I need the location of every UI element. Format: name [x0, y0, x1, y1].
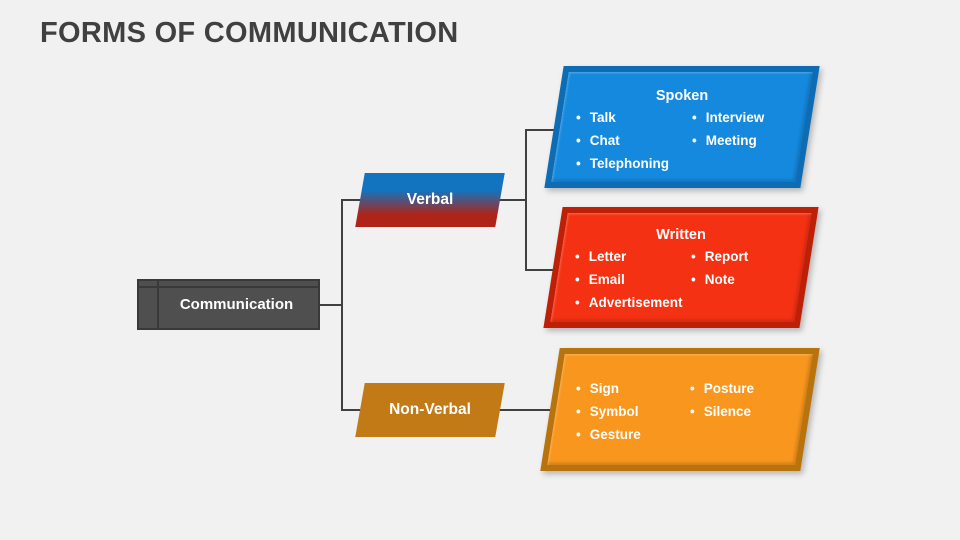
list-item: Advertisement [575, 291, 683, 314]
node-verbal-label: Verbal [406, 191, 454, 208]
list-item: Email [575, 268, 683, 291]
box-written[interactable]: Written Letter Email Advertisement Repor… [543, 207, 819, 328]
connector-written-stub [525, 269, 563, 271]
list-item: Note [691, 268, 748, 291]
list-item: Chat [576, 129, 669, 152]
spoken-list-right: Interview Meeting [692, 106, 765, 152]
box-spoken-content: Spoken Talk Chat Telephoning Interview M… [554, 66, 810, 188]
page-title: FORMS OF COMMUNICATION [40, 17, 459, 49]
box-nonverbal-detail[interactable]: Sign Symbol Gesture Posture Silence [540, 348, 820, 471]
box-nonverbal-detail-content: Sign Symbol Gesture Posture Silence [550, 348, 810, 471]
list-item: Interview [692, 106, 765, 129]
list-item: Telephoning [576, 152, 669, 175]
connector-bracket [525, 129, 527, 271]
list-item: Report [691, 245, 749, 268]
box-spoken[interactable]: Spoken Talk Chat Telephoning Interview M… [544, 66, 820, 188]
list-item: Posture [690, 377, 754, 400]
list-item: Meeting [692, 129, 764, 152]
connector-spoken-stub [525, 129, 563, 131]
written-list-right: Report Note [691, 245, 749, 291]
node-verbal[interactable]: Verbal [355, 173, 505, 227]
written-list-left: Letter Email Advertisement [575, 245, 683, 314]
connector-nonverbal-link [487, 409, 565, 411]
nonverbal-list-right: Posture Silence [690, 377, 754, 423]
node-communication-left-divider [157, 281, 159, 328]
connector-verbal-stub [341, 199, 369, 201]
node-nonverbal[interactable]: Non-Verbal [355, 383, 505, 437]
list-item: Symbol [576, 400, 641, 423]
box-written-content: Written Letter Email Advertisement Repor… [553, 207, 809, 328]
list-item: Silence [690, 400, 754, 423]
nonverbal-list-left: Sign Symbol Gesture [576, 377, 641, 446]
connector-verbal-out [492, 199, 527, 201]
node-communication-label: Communication [179, 296, 294, 313]
spoken-list-left: Talk Chat Telephoning [576, 106, 669, 175]
connector-nonverbal-stub [341, 409, 369, 411]
list-item: Letter [575, 245, 683, 268]
list-item: Gesture [576, 423, 641, 446]
connector-trunk [341, 199, 343, 411]
connector-root-out [320, 304, 343, 306]
box-spoken-title: Spoken [655, 88, 709, 104]
node-communication[interactable]: Communication [137, 279, 320, 330]
node-communication-top-divider [139, 286, 318, 288]
node-nonverbal-label: Non-Verbal [389, 401, 471, 418]
box-written-title: Written [656, 227, 706, 243]
list-item: Talk [576, 106, 669, 129]
list-item: Sign [576, 377, 641, 400]
